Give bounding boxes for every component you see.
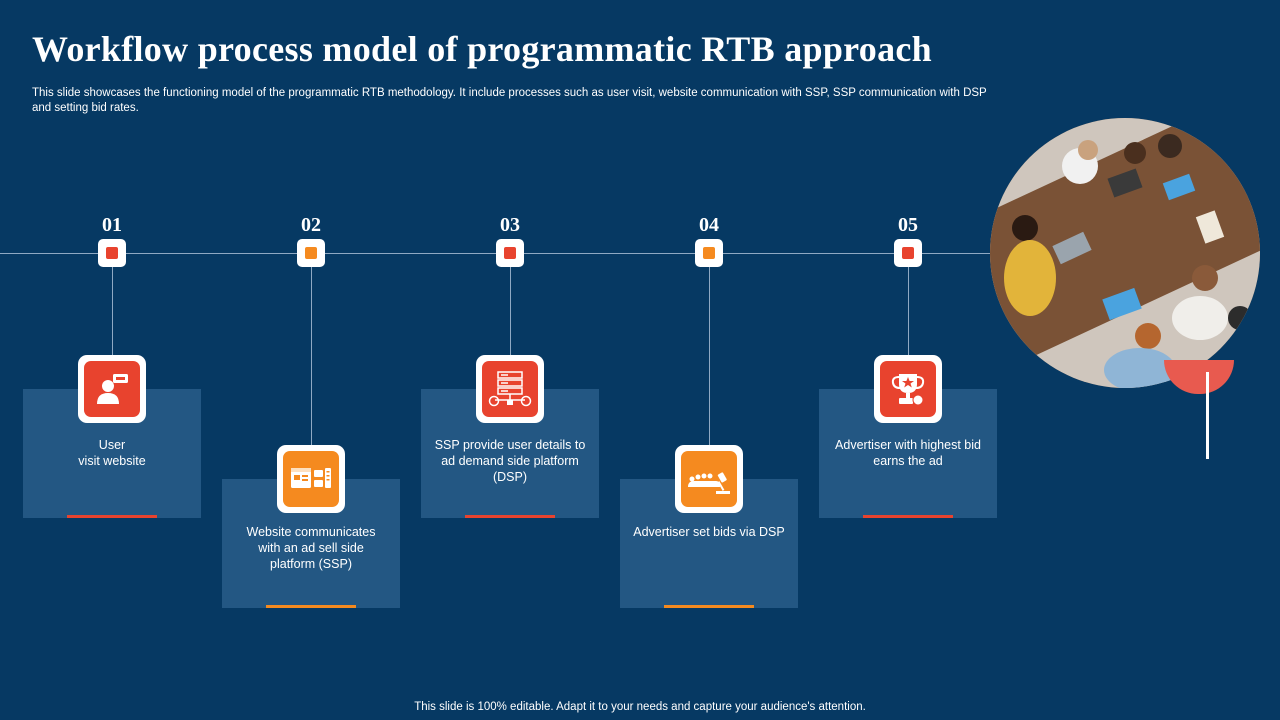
meeting-illustration (990, 118, 1260, 388)
timeline-marker (894, 239, 922, 267)
connector-line (509, 267, 511, 357)
card-accent-bar (266, 605, 356, 608)
step-label: Advertiser with highest bid earns the ad (835, 438, 981, 468)
step-icon-box (476, 355, 544, 423)
step-number: 03 (500, 214, 520, 236)
slide-footer: This slide is 100% editable. Adapt it to… (414, 701, 866, 713)
user-browser-icon (97, 374, 128, 404)
card-accent-bar (67, 515, 157, 518)
slide-title: Workflow process model of programmatic R… (32, 29, 933, 69)
step-icon-box (874, 355, 942, 423)
card-accent-bar (664, 605, 754, 608)
step-icon-box (277, 445, 345, 513)
step-icon-box (675, 445, 743, 513)
website-network-icon (291, 468, 331, 488)
step-label: Website communicates with an ad sell sid… (246, 525, 376, 571)
timeline-marker (496, 239, 524, 267)
connector-line (111, 267, 113, 357)
step-label: SSP provide user details to ad demand si… (434, 438, 586, 484)
timeline-marker (98, 239, 126, 267)
decorative-half-circle (1164, 360, 1234, 394)
timeline-marker (695, 239, 723, 267)
timeline-marker (297, 239, 325, 267)
team-meeting-photo (990, 118, 1260, 388)
decorative-line (1206, 372, 1209, 459)
server-network-icon (488, 371, 532, 407)
step-number: 02 (301, 214, 321, 236)
connector-line (708, 267, 710, 447)
connector-line (310, 267, 312, 447)
step-card: User visit website (23, 389, 201, 518)
step-icon-box (78, 355, 146, 423)
trophy-icon (891, 374, 925, 406)
step-number: 04 (699, 214, 719, 236)
step-label: User visit website (78, 438, 146, 468)
card-accent-bar (863, 515, 953, 518)
slide-subtitle: This slide showcases the functioning mod… (32, 87, 987, 114)
auction-gavel-icon (688, 472, 730, 494)
step-number: 01 (102, 214, 122, 236)
step-number: 05 (898, 214, 918, 236)
connector-line (907, 267, 909, 357)
card-accent-bar (465, 515, 555, 518)
step-label: Advertiser set bids via DSP (633, 525, 785, 539)
